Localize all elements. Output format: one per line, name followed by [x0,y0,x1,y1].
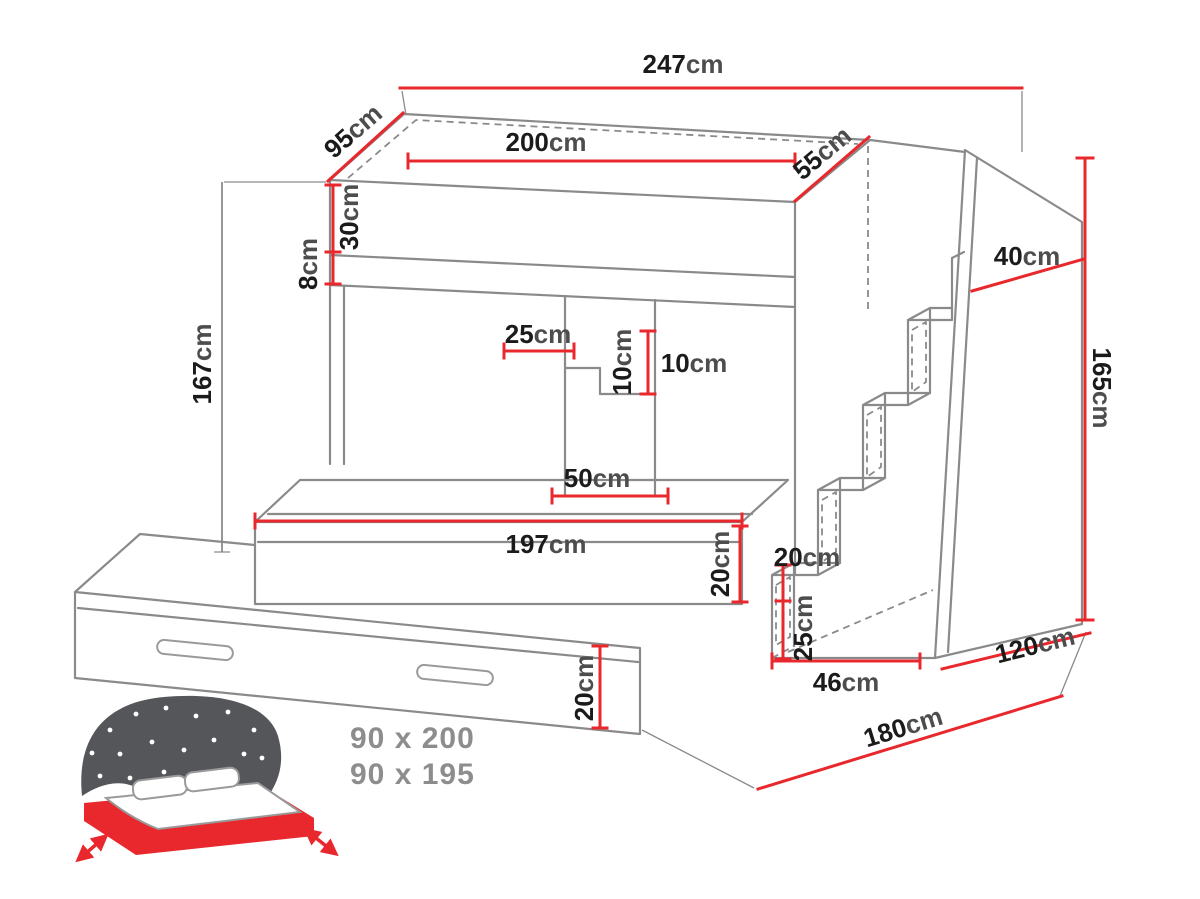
dim-step-height-label: 25cm [788,595,818,662]
dim-line-base-side-depth [940,631,1092,671]
trundle-handle-right [416,663,494,687]
dim-upper-rail-height-label: 30cm [334,184,364,251]
dim-base-side-depth-label: 120cm [992,621,1078,670]
dim-line-lower-shelf-depth [550,487,670,505]
dim-shelf-gap-vertical-label: 10cm [607,329,637,396]
icon-caption-size-lower: 90 x 195 [350,758,475,791]
dim-left-height-label: 167cm [187,324,217,405]
pull-out-arrow-left [75,833,109,863]
dim-top-left-depth-label: 95cm [318,98,388,164]
dim-upper-bed-length-label: 200cm [506,127,587,157]
dim-line-base-front-depth [756,694,1064,791]
dim-line-right-height [1075,156,1095,622]
dim-top-width-label: 247cm [643,49,724,79]
dim-line-stair-gap-height [774,563,792,603]
dim-step-depth-label: 46cm [813,667,880,697]
trundle-bed-icon [75,695,339,863]
pull-out-arrow-right [303,827,339,857]
staircase-hidden-edges [771,321,934,659]
dim-line-panel-top-depth [970,257,1086,293]
dim-right-height-label: 165cm [1087,348,1117,429]
dim-stair-gap-height-label: 20cm [774,542,841,572]
dim-lower-bed-length-label: 197cm [506,529,587,559]
dim-line-shelf-gap [639,329,657,396]
dim-line-top-left-depth [325,110,406,184]
dim-lower-bed-height-label: 20cm [705,531,735,598]
dimension-lines [253,86,1095,791]
upper-bunk-hidden-edges [347,119,869,310]
dim-line-lower-bed-length [253,512,744,530]
upper-bunk-outline [328,112,967,577]
dim-trundle-height-label: 20cm [569,655,599,722]
trundle-handle-left [156,638,234,662]
dim-line-step-height [774,599,792,661]
dim-shelf-gap-horizontal-label: 10cm [661,348,728,378]
dim-shelf-depth-label: 25cm [505,319,572,349]
pillow-right [183,766,240,793]
dim-line-lower-bed-height [731,524,749,604]
headboard-stars [89,705,265,781]
icon-caption-size-upper: 90 x 200 [350,722,475,755]
dim-lower-shelf-depth-label: 50cm [564,463,631,493]
middle-bed-outline [253,478,790,606]
dim-line-upper-bed-length [406,152,797,170]
dim-line-step-depth [770,652,922,670]
trundle-bed-outline [73,532,642,736]
dim-panel-top-depth-label: 40cm [994,241,1061,271]
dim-line-upper-frame-height [324,250,342,286]
dim-upper-frame-height-label: 8cm [293,238,323,290]
staircase-outline [770,250,966,660]
dim-line-shelf-depth [502,342,576,360]
right-headboard-panel [933,148,1084,660]
dim-line-trundle-height [591,644,609,730]
mattress-size-captions: 90 x 200 90 x 195 [350,722,475,791]
dim-line-top-right-depth [792,134,872,204]
